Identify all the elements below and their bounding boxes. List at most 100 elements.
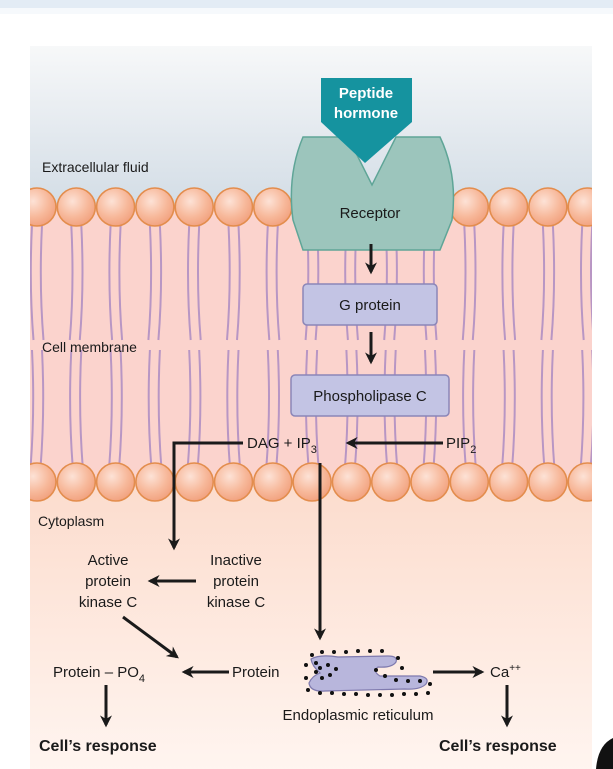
ribosome-dot — [414, 692, 418, 696]
membrane-region — [30, 206, 592, 482]
lipid-tail — [265, 349, 270, 469]
ribosome-dot — [306, 688, 310, 692]
cytoplasm-label: Cytoplasm — [38, 513, 104, 529]
lipid-tail — [550, 349, 556, 469]
phospholipase-c-label: Phospholipase C — [313, 388, 427, 405]
receptor-label: Receptor — [340, 205, 401, 222]
corner-shape — [596, 738, 613, 769]
lipid-tail — [118, 224, 124, 341]
lipid-head — [135, 462, 175, 502]
ribosome-dot — [326, 663, 330, 667]
lipid-tail — [69, 349, 74, 469]
active-pkc-line2: protein — [85, 573, 131, 590]
ribosome-dot — [354, 692, 358, 696]
lipid-tail — [186, 349, 192, 469]
lipid-tail — [147, 349, 153, 469]
calcium-label: Ca++ — [490, 663, 521, 681]
lipid-head — [567, 187, 592, 227]
arrow-dag-to-active-pkc — [168, 441, 243, 551]
receptor-shape — [290, 136, 455, 251]
endoplasmic-reticulum — [304, 649, 432, 697]
g-protein-box — [302, 283, 438, 326]
lipid-tail — [197, 224, 202, 341]
cytoplasm-region — [30, 482, 592, 769]
lipid-head — [449, 187, 490, 227]
lipid-head — [30, 187, 57, 227]
right-cell-response: Cell’s response — [439, 738, 557, 755]
ribosome-dot — [390, 693, 394, 697]
lipid-tail — [147, 224, 153, 341]
lipid-tail — [196, 349, 202, 469]
lipid-heads-top — [30, 187, 592, 227]
ribosome-dot — [428, 682, 432, 686]
ribosome-dot — [378, 693, 382, 697]
ribosome-dot — [310, 653, 314, 657]
lipid-tail — [39, 349, 45, 469]
lipid-tail — [226, 349, 231, 469]
lipid-tail — [236, 224, 241, 341]
lipid-tail — [226, 224, 231, 341]
hormone-label-line1: Peptide — [339, 85, 393, 102]
ribosome-dot — [318, 666, 322, 670]
lipid-head — [174, 462, 214, 502]
lipid-tail — [471, 224, 477, 341]
lipid-tail — [68, 224, 74, 341]
lipid-tail — [108, 224, 114, 341]
lipid-tail — [580, 224, 585, 341]
lipid-tail — [550, 224, 556, 341]
ribosome-dot — [332, 650, 336, 654]
ribosome-dot — [374, 668, 378, 672]
lipid-head — [56, 462, 97, 502]
arrow-pkc-to-phosphorylation — [122, 615, 179, 659]
lipid-head — [56, 187, 97, 227]
lipid-head — [174, 187, 214, 227]
lipid-head — [370, 462, 411, 502]
lipid-tail — [118, 349, 123, 469]
ribosome-dot — [344, 650, 348, 654]
ribosome-dot — [366, 693, 370, 697]
ribosome-dot — [334, 667, 338, 671]
ribosome-dot — [368, 649, 372, 653]
lipid-head — [95, 462, 136, 502]
lipid-heads-bottom — [30, 462, 592, 502]
lipid-tail — [108, 349, 113, 469]
inactive-pkc-line1: Inactive — [210, 552, 262, 569]
lipid-tail — [78, 224, 84, 341]
protein-label: Protein — [232, 664, 280, 681]
lipid-head — [30, 462, 57, 502]
left-cell-response: Cell’s response — [39, 738, 157, 755]
lipid-tail — [265, 224, 271, 341]
lipid-tail — [461, 224, 467, 341]
er-label: Endoplasmic reticulum — [283, 707, 434, 724]
ribosome-dot — [380, 649, 384, 653]
lipid-tail — [579, 349, 585, 469]
pip2-label: PIP2 — [446, 435, 476, 456]
ribosome-dot — [396, 656, 400, 660]
top-band-light — [0, 8, 613, 14]
lipid-tail — [157, 349, 163, 469]
ribosome-dot — [394, 678, 398, 682]
lipid-head — [410, 462, 450, 502]
lipid-head — [331, 462, 372, 502]
lipid-head — [528, 462, 568, 502]
lipid-tail — [501, 349, 506, 469]
lipid-head — [488, 187, 529, 227]
lipid-tail — [39, 224, 45, 341]
lipid-tail — [590, 224, 592, 331]
inactive-pkc-line3: kinase C — [207, 594, 266, 611]
lipid-head — [213, 462, 254, 502]
lipid-head — [95, 187, 136, 227]
lipid-tail — [540, 224, 546, 341]
extracellular-label: Extracellular fluid — [42, 159, 149, 175]
ribosome-dot — [320, 676, 324, 680]
lipid-head — [213, 187, 254, 227]
protein-po4-label: Protein – PO4 — [53, 664, 145, 685]
lipid-tail — [275, 224, 281, 341]
lipid-tail — [540, 349, 546, 469]
ribosome-dot — [426, 691, 430, 695]
ribosome-dot — [402, 692, 406, 696]
lipid-head — [528, 187, 568, 227]
ribosome-dot — [304, 676, 308, 680]
top-band — [0, 0, 613, 8]
